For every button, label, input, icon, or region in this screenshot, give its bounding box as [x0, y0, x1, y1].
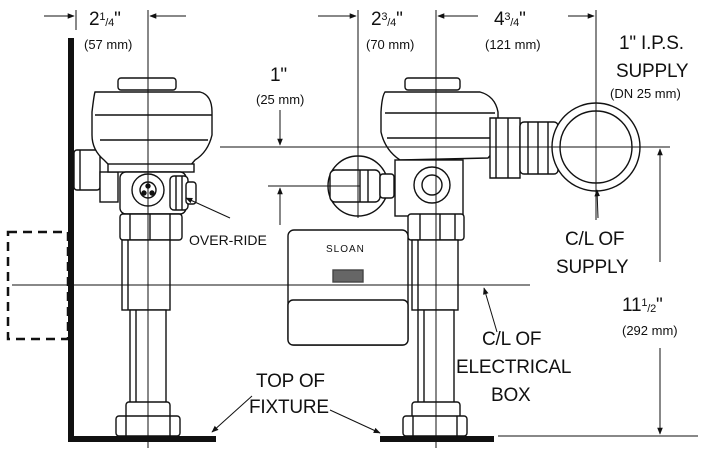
right-spud — [402, 415, 468, 437]
dim-center-offset-metric: (70 mm) — [366, 37, 415, 52]
cl-elec-line3: BOX — [491, 385, 531, 406]
dim-left-width: 21/4" — [89, 9, 121, 30]
dim-left-width-den: 4 — [108, 17, 115, 29]
supply-label-line1: 1" I.P.S. — [619, 33, 684, 54]
dim-left-width-unit: " — [114, 9, 121, 30]
top-fixture-line1: TOP OF — [256, 371, 325, 392]
cl-supply-line1: C/L OF — [565, 229, 625, 250]
left-valve-cap-top — [117, 77, 177, 91]
right-valve-cap-top — [404, 77, 461, 91]
dim-supply-height-num: 1 — [641, 297, 648, 309]
dim-override-height: 1" — [270, 65, 287, 86]
dim-supply-height: 111/2" — [622, 295, 663, 316]
sensor-window — [332, 269, 364, 283]
right-valve-body — [380, 91, 499, 161]
wall — [68, 38, 74, 442]
override-label: OVER-RIDE — [189, 232, 267, 248]
dim-center-offset-num: 3 — [381, 11, 388, 23]
right-vacuum-breaker — [411, 239, 459, 311]
dim-supply-offset-whole: 4 — [494, 9, 505, 30]
supply-label-metric: (DN 25 mm) — [610, 86, 681, 101]
cl-elec-line2: ELECTRICAL — [456, 357, 572, 378]
brand-label: SLOAN — [326, 244, 365, 255]
cl-supply-line2: SUPPLY — [556, 257, 629, 278]
floor-fixture-right — [380, 436, 494, 442]
right-supply-stop — [489, 117, 521, 179]
dim-supply-offset-metric: (121 mm) — [485, 37, 541, 52]
dim-supply-height-whole: 11 — [622, 295, 642, 316]
top-fixture-line2: FIXTURE — [249, 397, 329, 418]
dim-supply-offset-num: 3 — [504, 11, 511, 23]
dim-center-offset-unit: " — [396, 9, 403, 30]
dim-supply-offset-unit: " — [519, 9, 526, 30]
dim-supply-offset: 43/4" — [494, 9, 526, 30]
dim-center-offset-whole: 2 — [371, 9, 382, 30]
dim-supply-offset-den: 4 — [513, 17, 520, 29]
left-vacuum-breaker — [121, 239, 171, 311]
dim-supply-height-den: 2 — [650, 303, 657, 315]
dim-left-width-metric: (57 mm) — [84, 37, 133, 52]
dimension-lines — [12, 10, 698, 448]
dim-left-width-whole: 2 — [89, 9, 100, 30]
cl-elec-line1: C/L OF — [482, 329, 542, 350]
left-valve-body — [91, 91, 213, 167]
supply-label-line2: SUPPLY — [616, 61, 689, 82]
dim-center-offset: 23/4" — [371, 9, 403, 30]
left-side-view — [6, 38, 216, 442]
dim-override-height-metric: (25 mm) — [256, 92, 305, 107]
dim-supply-height-metric: (292 mm) — [622, 323, 678, 338]
dim-center-offset-den: 4 — [390, 17, 397, 29]
floor-fixture-left — [68, 436, 216, 442]
dim-supply-height-unit: " — [656, 295, 663, 316]
dim-left-width-num: 1 — [99, 11, 106, 23]
